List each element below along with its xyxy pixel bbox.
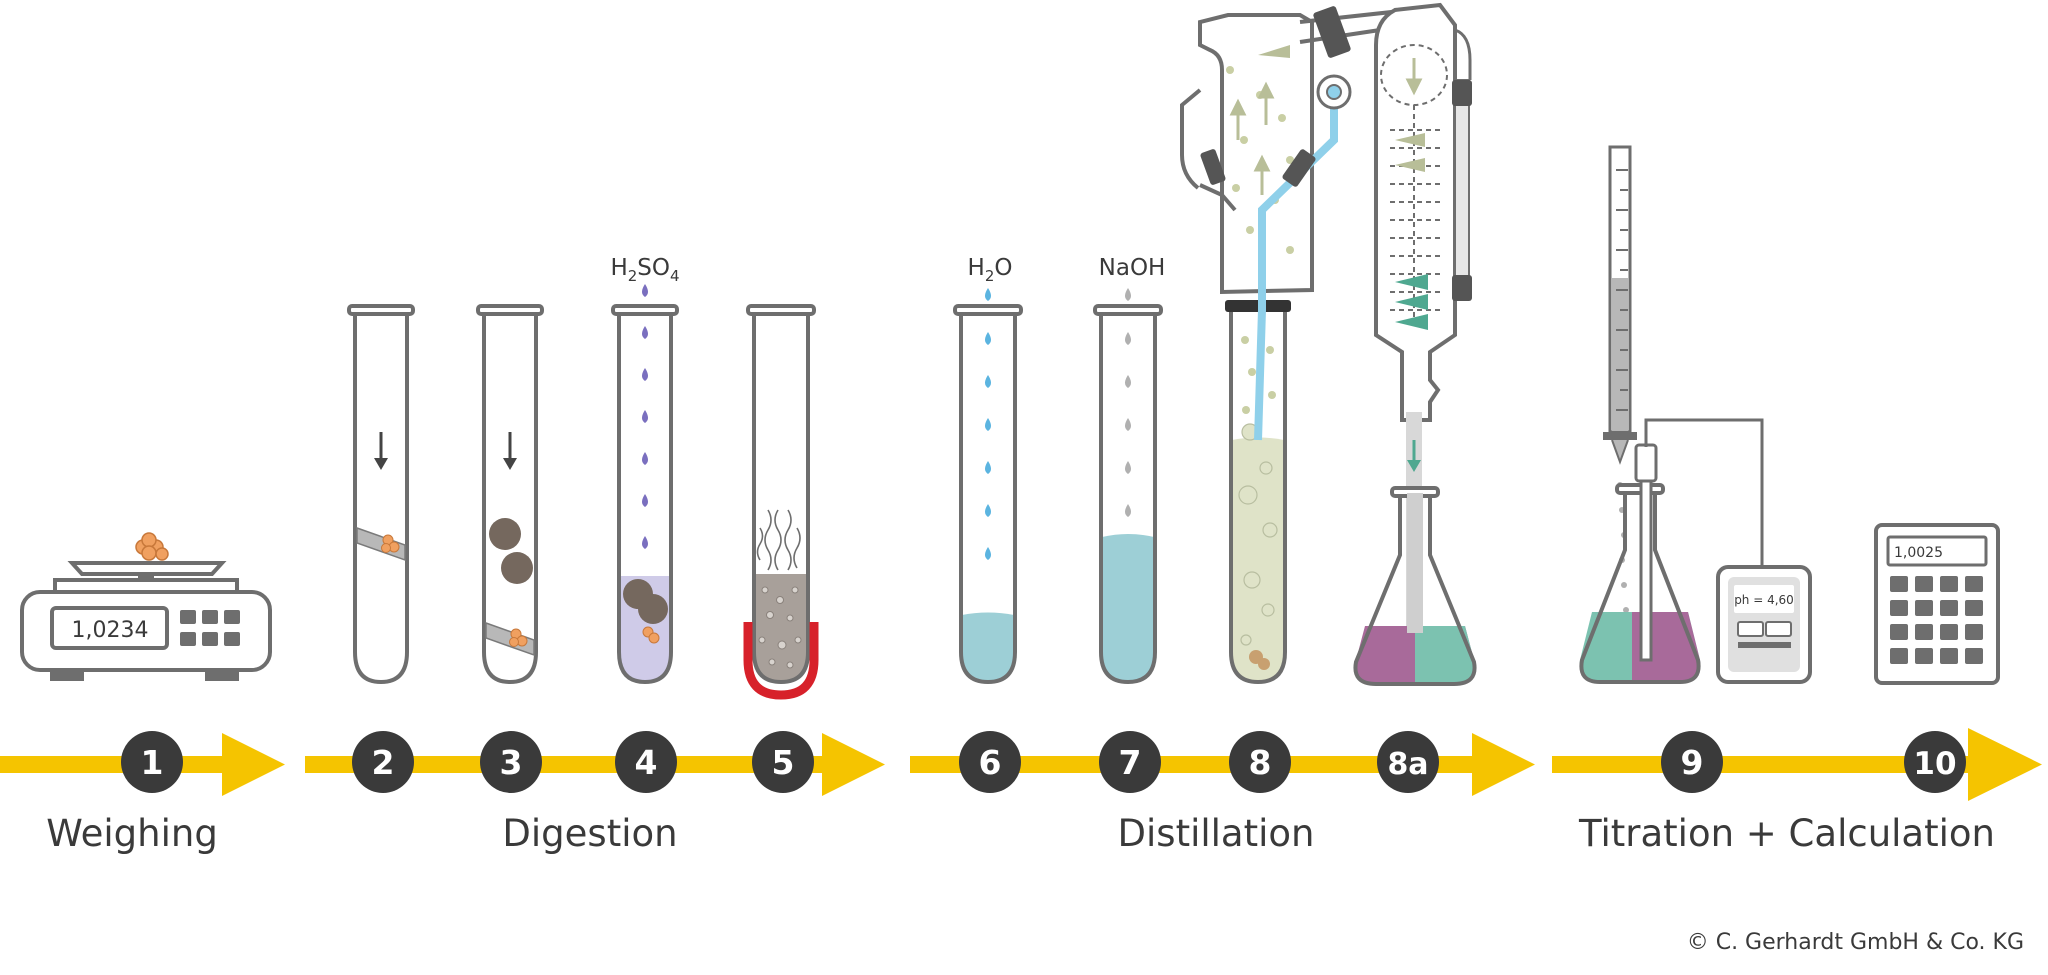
- step-1: 1: [121, 731, 183, 793]
- step-9: 9: [1661, 731, 1723, 793]
- test-tube-icon: [611, 284, 679, 685]
- step-6-number: 6: [979, 743, 1002, 782]
- step-7: 7: [1099, 731, 1161, 793]
- arrow-distillation: [910, 733, 1535, 796]
- acid-drops: [642, 284, 648, 549]
- balance-display: 1,0234: [72, 618, 149, 643]
- step-5-number: 5: [772, 743, 795, 782]
- stage-label-digestion: Digestion: [502, 812, 678, 855]
- step-3: 3: [480, 731, 542, 793]
- step-5: 5: [752, 731, 814, 793]
- heater-icon: [743, 622, 819, 700]
- erlenmeyer-flask-icon: [1353, 486, 1477, 686]
- burette-icon: [1603, 145, 1637, 613]
- calculator-icon: 1,0025: [1874, 523, 2000, 685]
- step-8: 8: [1229, 731, 1291, 793]
- test-tube-icon: [1093, 288, 1163, 685]
- process-arrows: [0, 728, 2042, 801]
- stage-label-weighing: Weighing: [46, 812, 218, 855]
- step-2: 2: [352, 731, 414, 793]
- step-7-number: 7: [1119, 743, 1142, 782]
- naoh-label: NaOH: [1099, 255, 1166, 281]
- step-4: 4: [615, 731, 677, 793]
- ph-meter-icon: ph = 4,60: [1716, 565, 1812, 684]
- step-circles: 1 2 3 4 5 6 7 8 8a 9 10: [121, 731, 1966, 793]
- step-10-number: 10: [1913, 746, 1956, 782]
- water-drops: [985, 288, 991, 560]
- step-8a-number: 8a: [1387, 747, 1428, 782]
- step-10: 10: [1904, 731, 1966, 793]
- calculator-display: 1,0025: [1894, 545, 1943, 561]
- stage-label-titration: Titration + Calculation: [1579, 812, 1995, 855]
- test-tube-icon: [743, 304, 819, 700]
- h2so4-label: H2SO4: [610, 255, 679, 285]
- sample-granules: [135, 532, 169, 561]
- distillation-unit-icon: [1180, 2, 1472, 685]
- ph-meter-display: ph = 4,60: [1734, 593, 1794, 607]
- fumes: [756, 509, 801, 571]
- stage-label-distillation: Distillation: [1117, 812, 1315, 855]
- step-6: 6: [959, 731, 1021, 793]
- step-3-number: 3: [500, 743, 523, 782]
- test-tube-icon: [347, 304, 415, 685]
- arrow-digestion: [305, 733, 885, 796]
- test-tube-icon: [476, 304, 544, 685]
- step-2-number: 2: [372, 743, 395, 782]
- naoh-drops: [1125, 288, 1131, 517]
- test-tube-icon: [953, 288, 1023, 685]
- scale-icon: 1,0234: [20, 532, 272, 681]
- step-1-number: 1: [141, 743, 164, 782]
- copyright-notice: © C. Gerhardt GmbH & Co. KG: [1686, 930, 2024, 955]
- step-8a: 8a: [1377, 731, 1439, 793]
- h2o-label: H2O: [968, 255, 1013, 285]
- step-9-number: 9: [1681, 743, 1704, 782]
- erlenmeyer-flask-icon: [1579, 418, 1764, 684]
- arrow-titration: [1552, 728, 2042, 801]
- reagent-labels: H2SO4 H2O NaOH: [610, 255, 1165, 285]
- step-4-number: 4: [635, 743, 658, 782]
- step-8-number: 8: [1249, 743, 1272, 782]
